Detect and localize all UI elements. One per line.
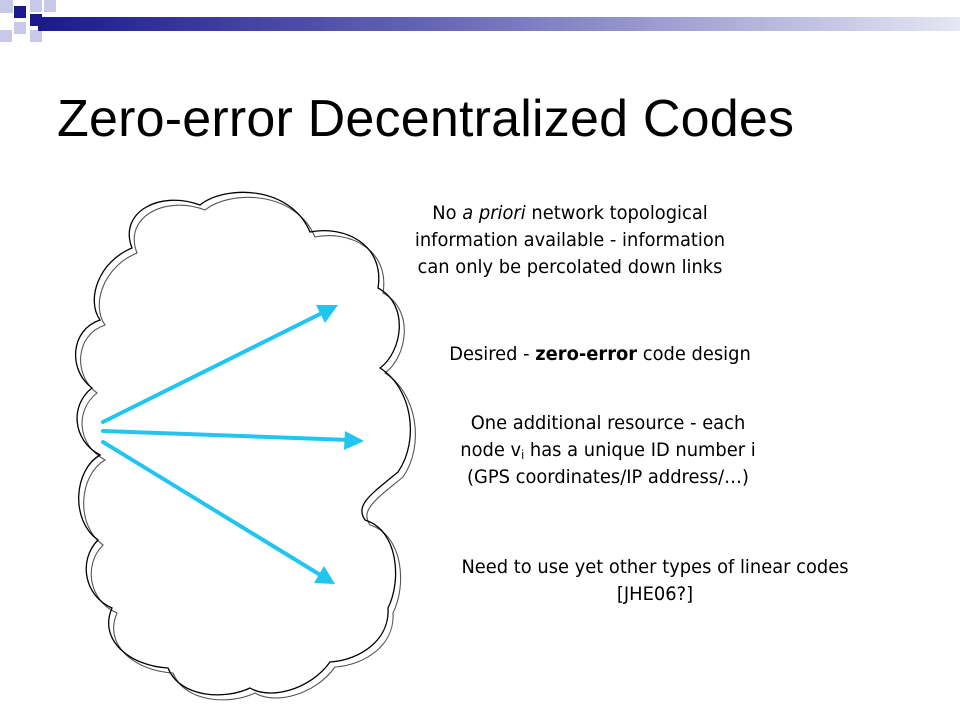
note-topology-line2: information available - information (414, 229, 726, 251)
note-topology-line1-rest: network topological (525, 202, 708, 224)
arrow-lower (101, 440, 324, 578)
slide-title: Zero-error Decentralized Codes (57, 90, 795, 148)
note-resource-line2-b: has a unique ID number i (524, 439, 756, 461)
header-gradient-bar (38, 17, 960, 31)
note-topology-prefix: No (432, 202, 463, 224)
note-desired: Desired - zero-error code design (403, 341, 798, 368)
arrowhead-middle (344, 431, 364, 450)
note-codes-line1: Need to use yet other types of linear co… (461, 556, 849, 578)
note-resource-line3: (GPS coordinates/IP address/…) (467, 466, 749, 488)
note-resource: One additional resource - each node vi h… (411, 410, 806, 491)
note-resource-line1: One additional resource - each (470, 412, 746, 434)
note-topology-italic: a priori (462, 202, 526, 224)
arrowhead-upper (316, 305, 338, 323)
cloud-shadow-outline (80, 196, 416, 701)
note-topology-line3: can only be percolated down links (417, 256, 723, 278)
note-topology: No a priori network topological informat… (373, 200, 768, 281)
arrow-middle (101, 429, 352, 442)
note-codes: Need to use yet other types of linear co… (415, 554, 894, 608)
note-desired-prefix: Desired - (449, 343, 536, 365)
note-desired-suffix: code design (637, 343, 751, 365)
note-codes-line2: [JHE06?] (616, 583, 694, 605)
note-resource-subscript: i (521, 448, 525, 462)
note-resource-line2-a: node v (460, 439, 522, 461)
note-desired-bold: zero-error (535, 343, 638, 365)
arrowhead-lower (314, 566, 335, 584)
arrow-upper (101, 310, 326, 424)
cloud-outline (74, 191, 411, 696)
